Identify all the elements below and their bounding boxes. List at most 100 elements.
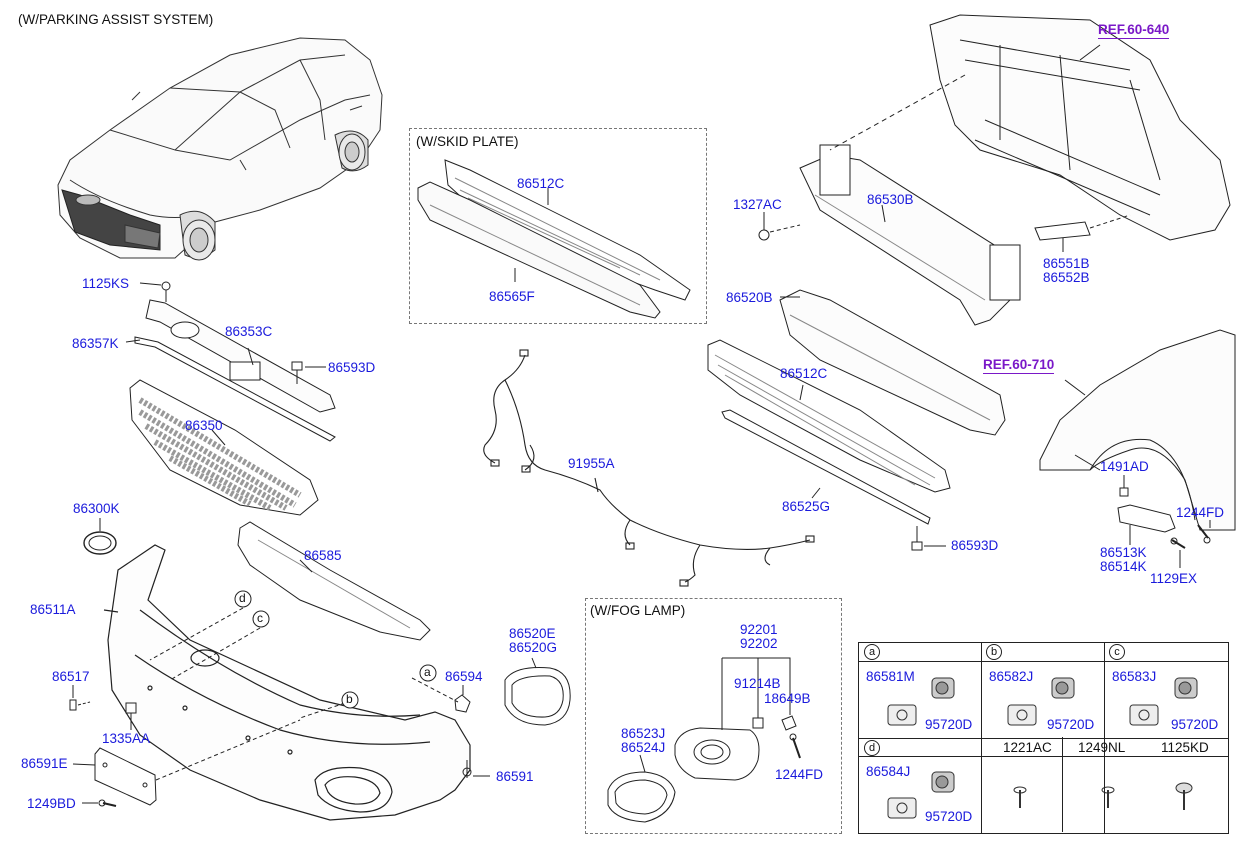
front-fender: [1039, 329, 1236, 531]
part-86525g[interactable]: 86525G: [782, 499, 831, 514]
bracket-86585: [237, 521, 431, 641]
bolt-1249bd: [82, 799, 117, 807]
nut-86593d-low: [911, 526, 946, 551]
fog-cover-86520e: [504, 657, 571, 726]
bracket-86513k: [1117, 475, 1176, 545]
callout-c: c: [257, 611, 263, 625]
part-1244fd-fog[interactable]: 1244FD: [775, 767, 824, 782]
emblem-86300k: [83, 518, 117, 555]
callout-b: b: [346, 692, 353, 706]
part-86591[interactable]: 86591: [496, 769, 534, 784]
part-86350[interactable]: 86350: [185, 418, 223, 433]
bolt-86591: [462, 760, 490, 778]
table-letter-c: c: [1109, 644, 1125, 660]
bracket-86551b: [1034, 214, 1131, 252]
part-86594[interactable]: 86594: [445, 669, 483, 684]
beam-86530b: [799, 144, 1021, 326]
part-86585[interactable]: 86585: [304, 548, 342, 563]
part-86300k[interactable]: 86300K: [73, 501, 120, 516]
part-95720d-d[interactable]: 95720D: [925, 809, 973, 824]
wiring-harness-91955a: [483, 349, 815, 587]
part-1491ad[interactable]: 1491AD: [1100, 459, 1149, 474]
part-86520g[interactable]: 86520G: [509, 640, 558, 655]
part-86591e[interactable]: 86591E: [21, 756, 68, 771]
part-95720d-a[interactable]: 95720D: [925, 717, 973, 732]
sensor-icons: [887, 677, 1198, 819]
part-95720d-c[interactable]: 95720D: [1171, 717, 1219, 732]
part-86357k[interactable]: 86357K: [72, 336, 119, 351]
part-86517[interactable]: 86517: [52, 669, 90, 684]
part-1327ac[interactable]: 1327AC: [733, 197, 782, 212]
clip-86593d-top: [291, 361, 326, 384]
part-1129ex[interactable]: 1129EX: [1150, 571, 1198, 586]
clip-1335aa: [125, 702, 137, 730]
part-92201[interactable]: 92201: [740, 622, 778, 637]
ref-60-710-link[interactable]: REF.60-710: [983, 357, 1055, 374]
part-1335aa[interactable]: 1335AA: [102, 731, 151, 746]
part-95720d-b[interactable]: 95720D: [1047, 717, 1095, 732]
skid-plate-box: [409, 128, 707, 324]
front-bumper-86511a: [103, 544, 471, 821]
plate-bracket-86591e: [72, 719, 301, 806]
part-91214b[interactable]: 91214B: [734, 676, 781, 691]
radiator-support: [829, 14, 1231, 241]
part-86512c-skid[interactable]: 86512C: [517, 176, 565, 191]
header-1125kd[interactable]: 1125KD: [1161, 740, 1209, 755]
part-86551b[interactable]: 86551B: [1043, 256, 1090, 271]
part-86584j[interactable]: 86584J: [866, 764, 911, 779]
part-18649b[interactable]: 18649B: [764, 691, 811, 706]
part-86581m[interactable]: 86581M: [866, 669, 915, 684]
fog-lamp-box: [585, 598, 842, 834]
part-86583j[interactable]: 86583J: [1112, 669, 1157, 684]
part-86353c[interactable]: 86353C: [225, 324, 273, 339]
lower-grille-86512c: [707, 339, 951, 493]
clip-86594: [411, 677, 471, 713]
part-92202[interactable]: 92202: [740, 636, 778, 651]
part-86593d-low[interactable]: 86593D: [951, 538, 999, 553]
part-86523j[interactable]: 86523J: [621, 726, 666, 741]
caption-fog-lamp: (W/FOG LAMP): [590, 603, 686, 618]
ref-60-640-link[interactable]: REF.60-640: [1098, 22, 1170, 39]
table-letter-d: d: [864, 740, 880, 756]
part-86593d-top[interactable]: 86593D: [328, 360, 376, 375]
mesh-grille-86350: [129, 379, 319, 516]
header-1249nl[interactable]: 1249NL: [1078, 740, 1126, 755]
part-86565f[interactable]: 86565F: [489, 289, 535, 304]
part-86582j[interactable]: 86582J: [989, 669, 1034, 684]
skid-plate-parts: [417, 159, 691, 319]
table-letter-b: b: [986, 644, 1002, 660]
car-illustration: [57, 37, 383, 261]
part-86511a[interactable]: 86511A: [30, 602, 76, 617]
part-1249bd[interactable]: 1249BD: [27, 796, 76, 811]
part-91955a[interactable]: 91955A: [568, 456, 615, 471]
bolt-1129ex: [1170, 537, 1186, 568]
strip-86525g: [721, 409, 931, 525]
bolt-1244fd-right: [1197, 520, 1211, 544]
part-86552b[interactable]: 86552B: [1043, 270, 1090, 285]
callout-d: d: [239, 591, 246, 605]
callout-a: a: [424, 665, 431, 679]
clip-86517: [69, 685, 91, 711]
caption-parking-assist: (W/PARKING ASSIST SYSTEM): [18, 12, 214, 27]
absorber-86520b: [779, 289, 1006, 436]
table-letter-a: a: [864, 644, 880, 660]
part-86512c[interactable]: 86512C: [780, 366, 828, 381]
table-divider: [1062, 737, 1063, 832]
part-1125ks[interactable]: 1125KS: [82, 276, 130, 291]
part-86513k[interactable]: 86513K: [1100, 545, 1147, 560]
nut-1327ac: [758, 212, 801, 241]
strip-86357k: [134, 336, 336, 442]
fog-lamp-parts: [607, 657, 801, 823]
part-86520e[interactable]: 86520E: [509, 626, 556, 641]
caption-skid-plate: (W/SKID PLATE): [416, 134, 519, 149]
screw-1125ks: [139, 281, 171, 302]
part-86530b[interactable]: 86530B: [867, 192, 914, 207]
part-86520b[interactable]: 86520B: [726, 290, 773, 305]
part-1244fd-right[interactable]: 1244FD: [1176, 505, 1225, 520]
part-86514k[interactable]: 86514K: [1100, 559, 1147, 574]
header-1221ac[interactable]: 1221AC: [1003, 740, 1052, 755]
part-86524j[interactable]: 86524J: [621, 740, 666, 755]
sensor-table: a b c 86581M 95720D 86582J 95720D 86583J…: [858, 642, 1229, 834]
